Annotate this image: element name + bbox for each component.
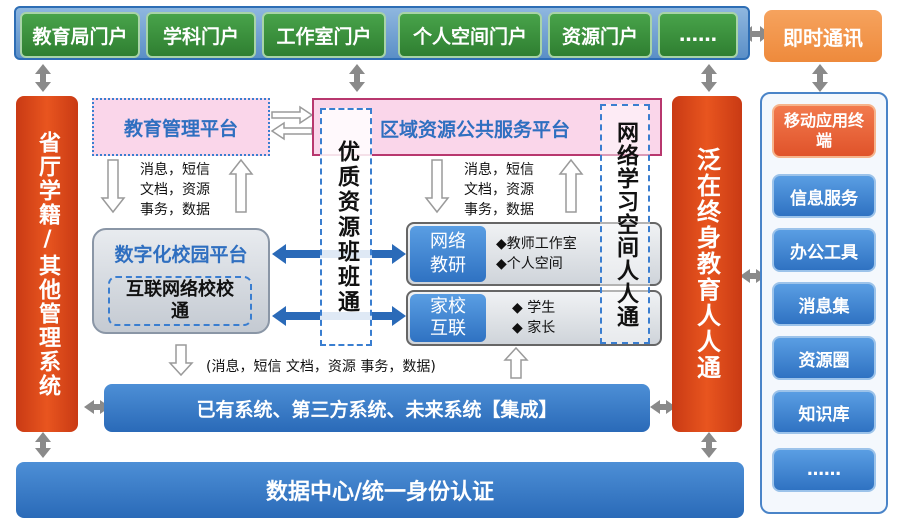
home-school-title: 家校 互联 xyxy=(410,294,486,342)
message-set[interactable]: 消息集 xyxy=(772,282,876,326)
msg-left-line: 消息，短信 xyxy=(140,162,210,178)
quality-resources-classroom: 优质资源班班通 xyxy=(320,108,372,346)
home-school-title-2: 互联 xyxy=(430,318,466,339)
internet-campus-connect: 互联网络校校通 xyxy=(108,276,252,326)
home-school-item: ◆ 学生 xyxy=(512,300,556,316)
portal-personal-space[interactable]: 个人空间门户 xyxy=(398,12,542,58)
msg-left-line: 文档，资源 xyxy=(140,182,210,198)
data-center[interactable]: 数据中心/统一身份认证 xyxy=(16,462,744,518)
home-school-title-1: 家校 xyxy=(430,296,466,317)
network-learning-space: 网络学习空间人人通 xyxy=(600,104,650,344)
info-service[interactable]: 信息服务 xyxy=(772,174,876,218)
net-research-title: 网络 教研 xyxy=(410,226,486,282)
right-more[interactable]: …… xyxy=(772,448,876,492)
regional-platform-label: 区域资源公共服务平台 xyxy=(380,119,571,141)
home-school-items: ◆ 学生 ◆ 家长 xyxy=(512,298,555,338)
bottom-msg: (消息，短信 文档，资源 事务，数据) xyxy=(206,359,436,375)
msg-right-line: 消息，短信 xyxy=(464,162,534,178)
resource-circle[interactable]: 资源圈 xyxy=(772,336,876,380)
msg-left-line: 事务，数据 xyxy=(140,202,210,218)
net-research-title-1: 网络 xyxy=(430,231,466,252)
portal-resource[interactable]: 资源门户 xyxy=(548,12,652,58)
net-research-item: ◆教师工作室 xyxy=(496,236,577,252)
msg-block-left: 消息，短信 文档，资源 事务，数据 xyxy=(140,160,210,220)
msg-block-right: 消息，短信 文档，资源 事务，数据 xyxy=(464,160,534,220)
integration-bar[interactable]: 已有系统、第三方系统、未来系统【集成】 xyxy=(104,384,650,432)
msg-right-line: 事务，数据 xyxy=(464,202,534,218)
portal-more[interactable]: …… xyxy=(658,12,738,58)
net-research-item: ◆个人空间 xyxy=(496,256,563,272)
portal-subject[interactable]: 学科门户 xyxy=(146,12,256,58)
portal-edu-bureau[interactable]: 教育局门户 xyxy=(20,12,140,58)
net-research-items: ◆教师工作室 ◆个人空间 xyxy=(496,234,577,274)
mobile-app-terminal[interactable]: 移动应用终端 xyxy=(772,104,876,158)
digital-campus-title: 数字化校园平台 xyxy=(114,244,248,266)
instant-messaging[interactable]: 即时通讯 xyxy=(764,10,882,62)
mobile-panel: 移动应用终端 信息服务 办公工具 消息集 资源圈 知识库 …… xyxy=(760,92,888,514)
knowledge-base[interactable]: 知识库 xyxy=(772,390,876,434)
net-research-title-2: 教研 xyxy=(430,255,466,276)
office-tools[interactable]: 办公工具 xyxy=(772,228,876,272)
lifelong-education: 泛在终身教育人人通 xyxy=(672,96,742,432)
digital-campus-platform[interactable]: 数字化校园平台 互联网络校校通 xyxy=(92,228,270,334)
msg-right-line: 文档，资源 xyxy=(464,182,534,198)
provincial-management-systems: 省厅学籍/其他管理系统 xyxy=(16,96,78,432)
home-school-item: ◆ 家长 xyxy=(512,320,556,336)
portal-studio[interactable]: 工作室门户 xyxy=(262,12,386,58)
edu-management-platform[interactable]: 教育管理平台 xyxy=(92,98,270,156)
